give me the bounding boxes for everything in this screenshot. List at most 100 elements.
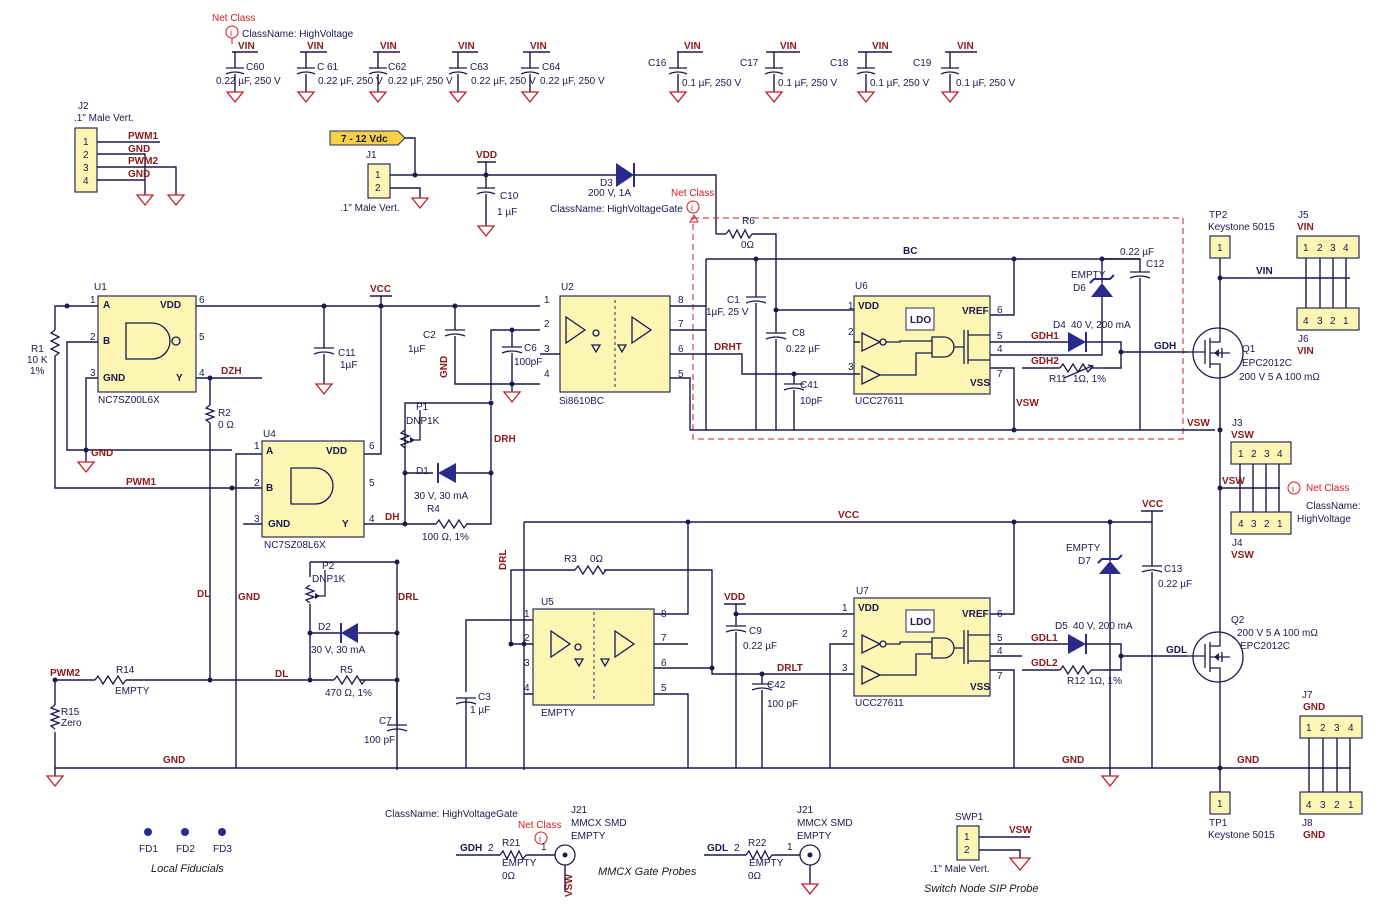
svg-text:1%: 1% <box>30 366 45 377</box>
svg-text:3: 3 <box>90 368 96 379</box>
svg-text:BC: BC <box>903 246 917 257</box>
svg-text:10 K: 10 K <box>27 355 48 366</box>
cap-c18: VIN C18 0.1 µF, 250 V <box>830 41 929 104</box>
svg-text:C3: C3 <box>478 692 491 703</box>
d6-c12: EMPTY D6 0.22 µF C12 <box>1071 247 1165 430</box>
cap-c62: VIN C62 0.22 µF, 250 V <box>368 41 453 104</box>
svg-text:4: 4 <box>369 514 375 525</box>
svg-text:EMPTY: EMPTY <box>797 831 832 842</box>
svg-text:R22: R22 <box>748 838 767 849</box>
cap-c16: VIN C16 0.1 µF, 250 V <box>648 41 741 104</box>
p2-d2-r5-c7: P2 DNP1K D2 30 V, 30 mA DRL R5 470 Ω, 1%… <box>304 559 419 770</box>
svg-text:7: 7 <box>678 319 684 330</box>
svg-text:2: 2 <box>1334 800 1340 811</box>
svg-text:0.22 µF: 0.22 µF <box>1120 247 1154 258</box>
gnd-connectors: 1 TP1 Keystone 5015 J7 GND 1 2 3 4 4 3 2… <box>1208 690 1363 841</box>
svg-text:8: 8 <box>661 609 667 620</box>
svg-text:C19: C19 <box>913 58 932 69</box>
svg-text:30 V, 30 mA: 30 V, 30 mA <box>311 645 365 656</box>
svg-text:DNP1K: DNP1K <box>406 416 440 427</box>
svg-text:2: 2 <box>848 327 854 338</box>
svg-text:VDD: VDD <box>326 446 347 457</box>
svg-text:A: A <box>103 300 110 311</box>
svg-text:0Ω: 0Ω <box>748 871 762 882</box>
svg-text:R21: R21 <box>502 838 521 849</box>
svg-text:1µF, 25 V: 1µF, 25 V <box>706 307 749 318</box>
svg-text:2: 2 <box>1251 449 1257 460</box>
fiducial-fd3 <box>218 828 226 836</box>
svg-text:NC7SZ00L6X: NC7SZ00L6X <box>98 395 160 406</box>
svg-text:C18: C18 <box>830 58 849 69</box>
svg-text:2: 2 <box>254 478 260 489</box>
svg-text:1: 1 <box>787 842 793 853</box>
svg-text:4: 4 <box>1348 723 1354 734</box>
svg-text:U5: U5 <box>541 597 554 608</box>
svg-text:200 V 5 A 100 mΩ: 200 V 5 A 100 mΩ <box>1237 628 1318 639</box>
svg-text:PWM2: PWM2 <box>128 156 158 167</box>
svg-text:DH: DH <box>385 512 399 523</box>
svg-text:1: 1 <box>1306 723 1312 734</box>
svg-text:GND: GND <box>128 169 150 180</box>
gdl-network: GDL1 D5 40 V, 200 mA GDL2 R12 1Ω, 1% GDL <box>1022 621 1188 687</box>
cap-c17: VIN C17 0.1 µF, 250 V <box>740 41 837 104</box>
svg-text:4: 4 <box>199 368 205 379</box>
svg-text:2: 2 <box>375 183 381 194</box>
svg-text:8: 8 <box>678 295 684 306</box>
svg-text:HighVoltage: HighVoltage <box>1297 514 1351 525</box>
svg-text:P1: P1 <box>416 402 429 413</box>
vsw-connectors: VSW J3 VSW 1 2 3 4 VSW 4 3 2 1 J4 VSW i … <box>1187 418 1360 561</box>
svg-text:3: 3 <box>842 663 848 674</box>
net-class-name: ClassName: HighVoltage <box>242 29 354 40</box>
svg-text:C9: C9 <box>749 626 762 637</box>
svg-text:1: 1 <box>1343 316 1349 327</box>
svg-text:VCC: VCC <box>838 510 859 521</box>
svg-text:30 V, 30 mA: 30 V, 30 mA <box>414 491 468 502</box>
svg-text:VSW: VSW <box>1231 550 1254 561</box>
fiducial-fd1 <box>144 828 152 836</box>
swp1-probe: SWP1 1 2 VSW .1" Male Vert. Switch Node … <box>924 812 1039 895</box>
testpoint-tp2: TP2 Keystone 5015 1 <box>1208 210 1275 259</box>
driver-u6: U6 VDD 1 2 3 LDO VREF VSS 6 5 4 7 UCC276… <box>848 281 1103 433</box>
svg-text:0.22 µF, 250 V: 0.22 µF, 250 V <box>318 76 383 87</box>
svg-text:3: 3 <box>254 514 260 525</box>
svg-text:R1: R1 <box>31 344 44 355</box>
svg-text:MMCX Gate Probes: MMCX Gate Probes <box>598 866 697 878</box>
svg-text:DRH: DRH <box>494 434 516 445</box>
svg-text:TP2: TP2 <box>1209 210 1228 221</box>
cap-c3: C3 1 µF <box>455 619 533 768</box>
svg-text:J1: J1 <box>366 150 377 161</box>
svg-text:DRLT: DRLT <box>777 663 803 674</box>
svg-text:NC7SZ08L6X: NC7SZ08L6X <box>264 540 326 551</box>
svg-text:0.22 µF, 250 V: 0.22 µF, 250 V <box>216 76 281 87</box>
svg-text:0.22 µF, 250 V: 0.22 µF, 250 V <box>388 76 453 87</box>
svg-text:7 - 12 Vdc: 7 - 12 Vdc <box>341 134 388 145</box>
svg-text:D2: D2 <box>318 622 331 633</box>
isolator-u2: U2 1 2 3 4 8 7 6 5 Si8610BC DRHT <box>540 282 1215 431</box>
svg-text:VIN: VIN <box>1297 222 1314 233</box>
svg-text:FD2: FD2 <box>176 844 195 855</box>
svg-text:GND: GND <box>163 755 185 766</box>
svg-text:Switch Node SIP Probe: Switch Node SIP Probe <box>924 883 1039 895</box>
svg-text:40 V, 200 mA: 40 V, 200 mA <box>1073 621 1133 632</box>
svg-text:Net Class: Net Class <box>671 188 714 199</box>
svg-text:4: 4 <box>1343 243 1349 254</box>
svg-text:SWP1: SWP1 <box>955 812 984 823</box>
svg-text:1: 1 <box>90 295 96 306</box>
power-input: 7 - 12 Vdc J1 1 2 .1" Male Vert. VDD C10… <box>329 130 717 238</box>
isolator-u5: U5 1 2 3 4 8 7 6 5 EMPTY <box>508 597 854 768</box>
svg-text:VIN: VIN <box>238 41 255 52</box>
svg-text:VDD: VDD <box>476 150 497 161</box>
svg-text:U7: U7 <box>856 586 869 597</box>
svg-text:0.22 µF, 250 V: 0.22 µF, 250 V <box>540 76 605 87</box>
svg-text:7: 7 <box>997 671 1003 682</box>
svg-text:.1" Male Vert.: .1" Male Vert. <box>340 203 400 214</box>
svg-text:VIN: VIN <box>957 41 974 52</box>
svg-text:3: 3 <box>83 163 89 174</box>
svg-text:470 Ω, 1%: 470 Ω, 1% <box>325 688 372 699</box>
svg-text:1: 1 <box>964 832 970 843</box>
svg-text:R12: R12 <box>1067 676 1086 687</box>
svg-text:Y: Y <box>176 373 183 384</box>
svg-text:UCC27611: UCC27611 <box>855 396 904 407</box>
svg-text:100 pF: 100 pF <box>767 699 798 710</box>
svg-text:J3: J3 <box>1232 418 1243 429</box>
